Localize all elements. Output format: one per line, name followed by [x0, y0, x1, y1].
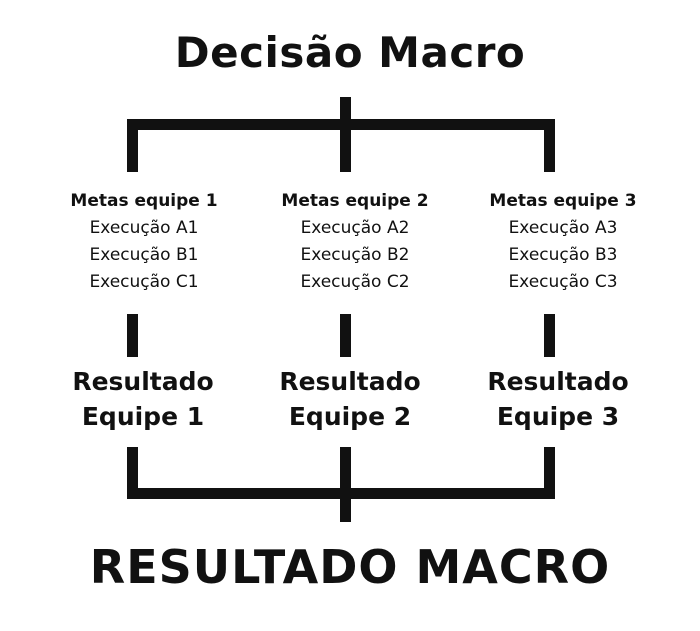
team-2-execution-a: Execução A2 [300, 218, 410, 238]
mid-center-stub [340, 314, 351, 357]
mid-right-stub [544, 314, 555, 357]
top-bracket-bar [127, 119, 555, 130]
mid-left-stub [127, 314, 138, 357]
team-1-execution-c: Execução C1 [89, 272, 199, 292]
bottom-right-rise [544, 447, 555, 499]
top-right-drop [544, 119, 555, 172]
team-1-result: Resultado Equipe 1 [33, 364, 253, 434]
team-3-goals: Metas equipe 3 [489, 191, 637, 211]
bottom-left-rise [127, 447, 138, 499]
bottom-title: RESULTADO MACRO [89, 540, 611, 594]
team-2-result: Resultado Equipe 2 [240, 364, 460, 434]
team-1-result-line1: Resultado [72, 367, 214, 396]
team-3-result: Resultado Equipe 3 [448, 364, 668, 434]
team-2-result-line2: Equipe 2 [288, 402, 412, 431]
team-1-result-line2: Equipe 1 [81, 402, 205, 431]
team-3-result-line1: Resultado [487, 367, 629, 396]
team-3-execution-c: Execução C3 [508, 272, 618, 292]
team-3-result-line2: Equipe 3 [496, 402, 620, 431]
team-2-result-line1: Resultado [279, 367, 421, 396]
team-1-goals: Metas equipe 1 [70, 191, 218, 211]
top-stem [340, 97, 351, 172]
bottom-bracket-bar [127, 488, 555, 499]
team-3-execution-b: Execução B3 [508, 245, 618, 265]
team-2-execution-b: Execução B2 [300, 245, 410, 265]
team-2-goals: Metas equipe 2 [281, 191, 429, 211]
team-1-execution-a: Execução A1 [89, 218, 199, 238]
bottom-center-stem [340, 447, 351, 522]
team-1-execution-b: Execução B1 [89, 245, 199, 265]
page-title: Decisão Macro [174, 28, 526, 77]
team-2-execution-c: Execução C2 [300, 272, 410, 292]
top-left-drop [127, 119, 138, 172]
team-3-execution-a: Execução A3 [508, 218, 618, 238]
